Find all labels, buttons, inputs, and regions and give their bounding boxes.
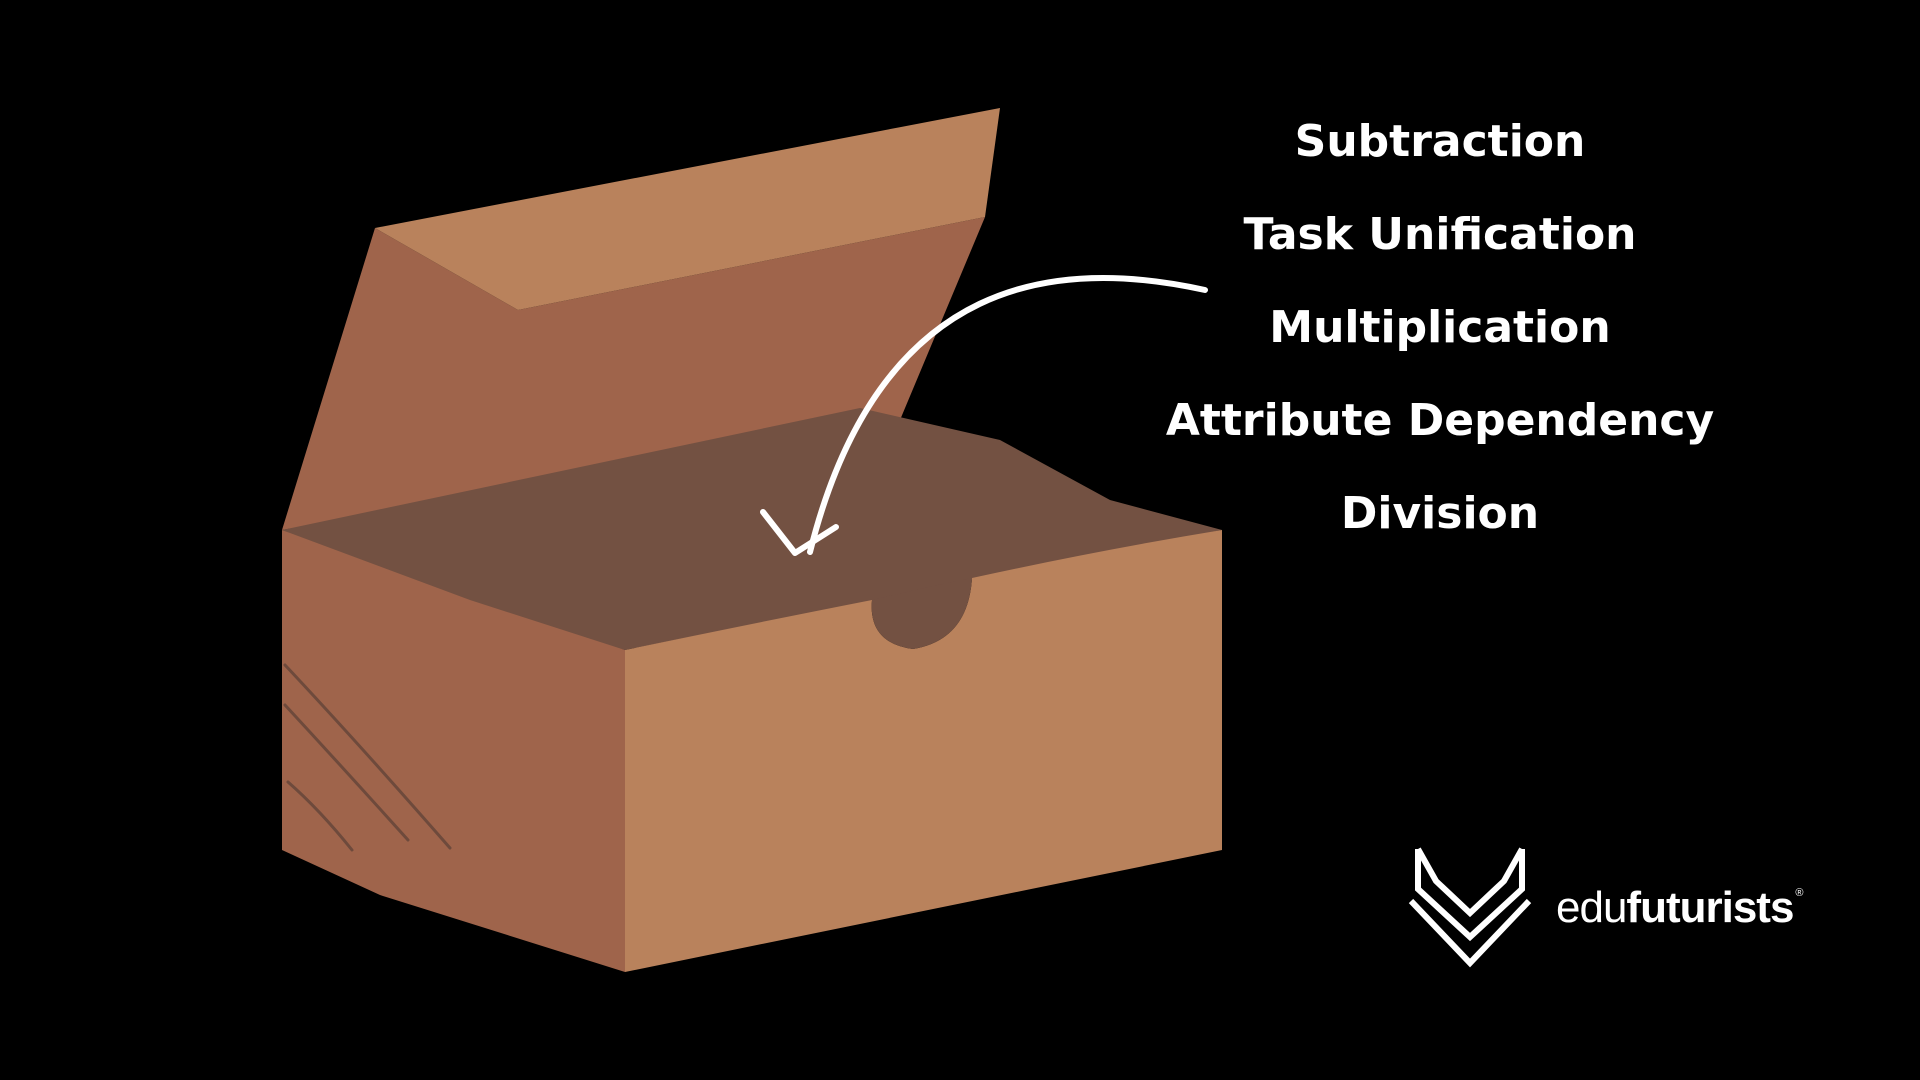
box-lid-inner (282, 217, 985, 530)
logo-suffix: futurists (1626, 883, 1794, 932)
concept-item: Multiplication (1269, 302, 1611, 353)
concept-item: Subtraction (1294, 116, 1586, 167)
logo-prefix: edu (1556, 883, 1627, 932)
concept-list: Subtraction Task Unification Multiplicat… (1120, 108, 1760, 573)
curved-arrow-icon (760, 274, 1208, 556)
concept-item: Attribute Dependency (1165, 395, 1715, 446)
fox-logo-icon (1408, 847, 1532, 968)
box-front-face (625, 530, 1222, 972)
brand-logo: edufuturists® (1408, 843, 1808, 970)
logo-wordmark: edufuturists® (1556, 883, 1804, 933)
registered-mark: ® (1795, 887, 1803, 899)
box-tab-slot (871, 578, 972, 649)
concept-item: Task Unification (1243, 209, 1637, 260)
box-interior (282, 408, 1222, 650)
box-lid-flap (375, 108, 1000, 310)
concept-item: Division (1340, 488, 1540, 539)
box-scratch-marks (283, 663, 452, 852)
box-left-side (282, 530, 625, 972)
